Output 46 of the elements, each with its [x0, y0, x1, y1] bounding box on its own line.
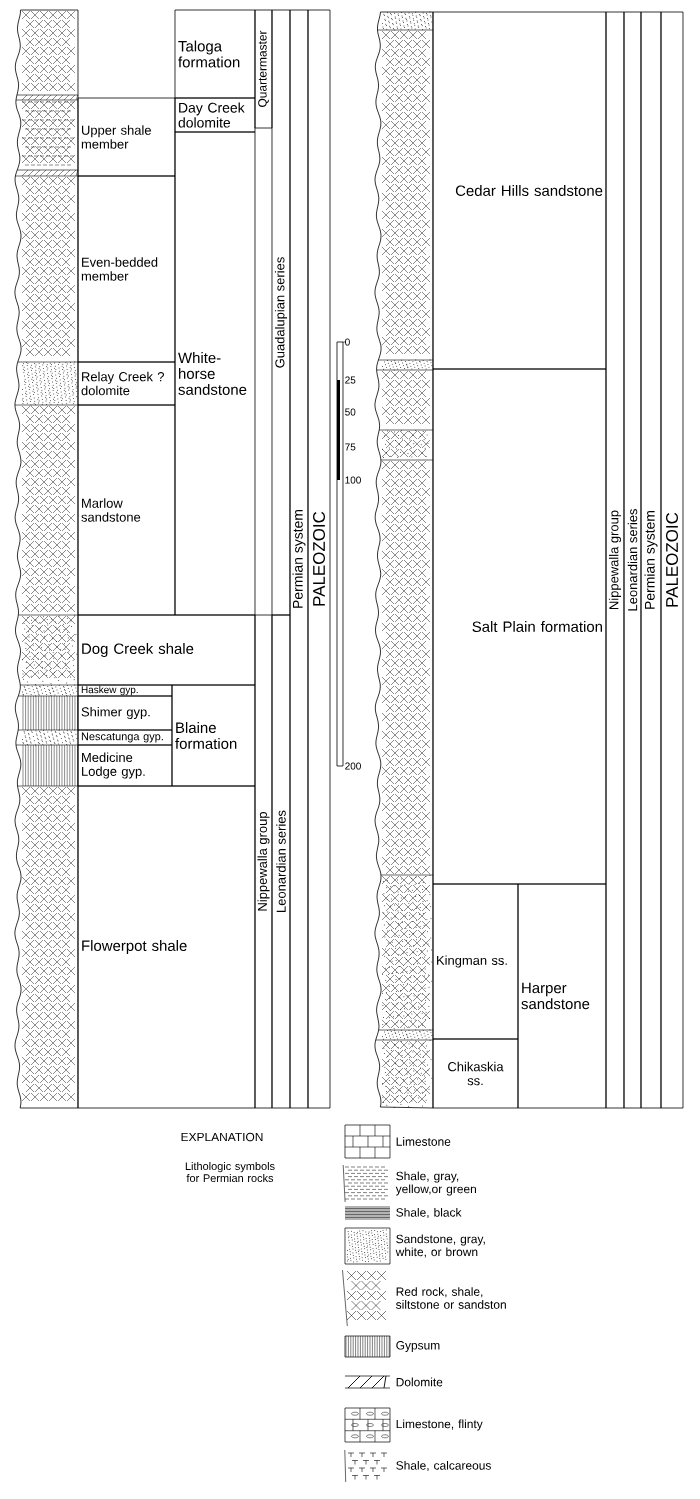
unit-box: Permian system: [640, 11, 662, 1109]
unit-box: PALEOZOIC: [307, 9, 331, 1109]
legend-label: Limestone: [396, 1137, 451, 1146]
legend-label: Limestone, flinty: [396, 1419, 483, 1431]
unit-box: Haskew gyp.: [77, 684, 173, 697]
unit-box: Medicine Lodge gyp.: [77, 744, 173, 787]
unit-box: Nescatunga gyp.: [77, 729, 173, 746]
unit-box: Cedar Hills sandstone: [432, 11, 607, 370]
unit-box: PALEOZOIC: [660, 11, 684, 1109]
unit-box: Marlow sandstone: [77, 404, 176, 616]
unit-box: Even-bedded member: [77, 175, 176, 363]
unit-box: Quartermaster: [254, 9, 273, 129]
unit-box: Day Creek dolomite: [174, 97, 256, 133]
unit-box: Nippewalla group: [254, 614, 273, 1109]
unit-box: Dog Creek shale: [77, 614, 256, 686]
unit-box: Relay Creek ? dolomite: [77, 361, 176, 406]
unit-box: Kingman ss.: [432, 883, 519, 1040]
unit-box: Harper sandstone: [517, 883, 607, 1109]
unit-box: Leonardian series: [623, 11, 642, 1109]
scale-label: 200: [345, 762, 361, 770]
unit-box: Salt Plain formation: [432, 368, 607, 885]
unit-box: Chikaskia ss.: [432, 1038, 519, 1109]
legend-label: Shale, calcareous: [396, 1460, 491, 1472]
legend-label: Red rock, shale, siltstone or sandston: [396, 1287, 506, 1309]
scale-label: 75: [345, 443, 356, 451]
legend-label: Dolomite: [396, 1377, 443, 1387]
scale-label: 50: [345, 408, 356, 416]
unit-box: Flowerpot shale: [77, 785, 256, 1109]
legend-heading: EXPLANATION: [181, 1132, 263, 1142]
legend-label: Gypsum: [396, 1341, 440, 1352]
scale-label: 100: [345, 476, 361, 484]
unit-box: Upper shale member: [77, 97, 176, 177]
legend-label: Shale, gray, yellow,or green: [395, 1171, 476, 1196]
legend-subtitle: Lithologic symbols for Permian rocks: [185, 1162, 275, 1182]
unit-box: Leonardian series: [271, 614, 291, 1109]
legend-label: Sandstone, gray, white, or brown: [395, 1234, 485, 1258]
unit-box: Permian system: [289, 9, 309, 1109]
unit-box: White-horse sandstone: [174, 131, 256, 616]
scale-label: 0: [345, 338, 350, 346]
unit-box: Nippewalla group: [605, 11, 625, 1109]
legend-label: Shale, black: [396, 1207, 462, 1219]
unit-box: Taloga formation: [174, 9, 256, 99]
scale-label: 25: [345, 376, 356, 384]
unit-box: Shimer gyp.: [77, 695, 173, 731]
unit-box: Guadalupian series: [271, 9, 291, 616]
unit-box: Blaine formation: [171, 684, 256, 787]
